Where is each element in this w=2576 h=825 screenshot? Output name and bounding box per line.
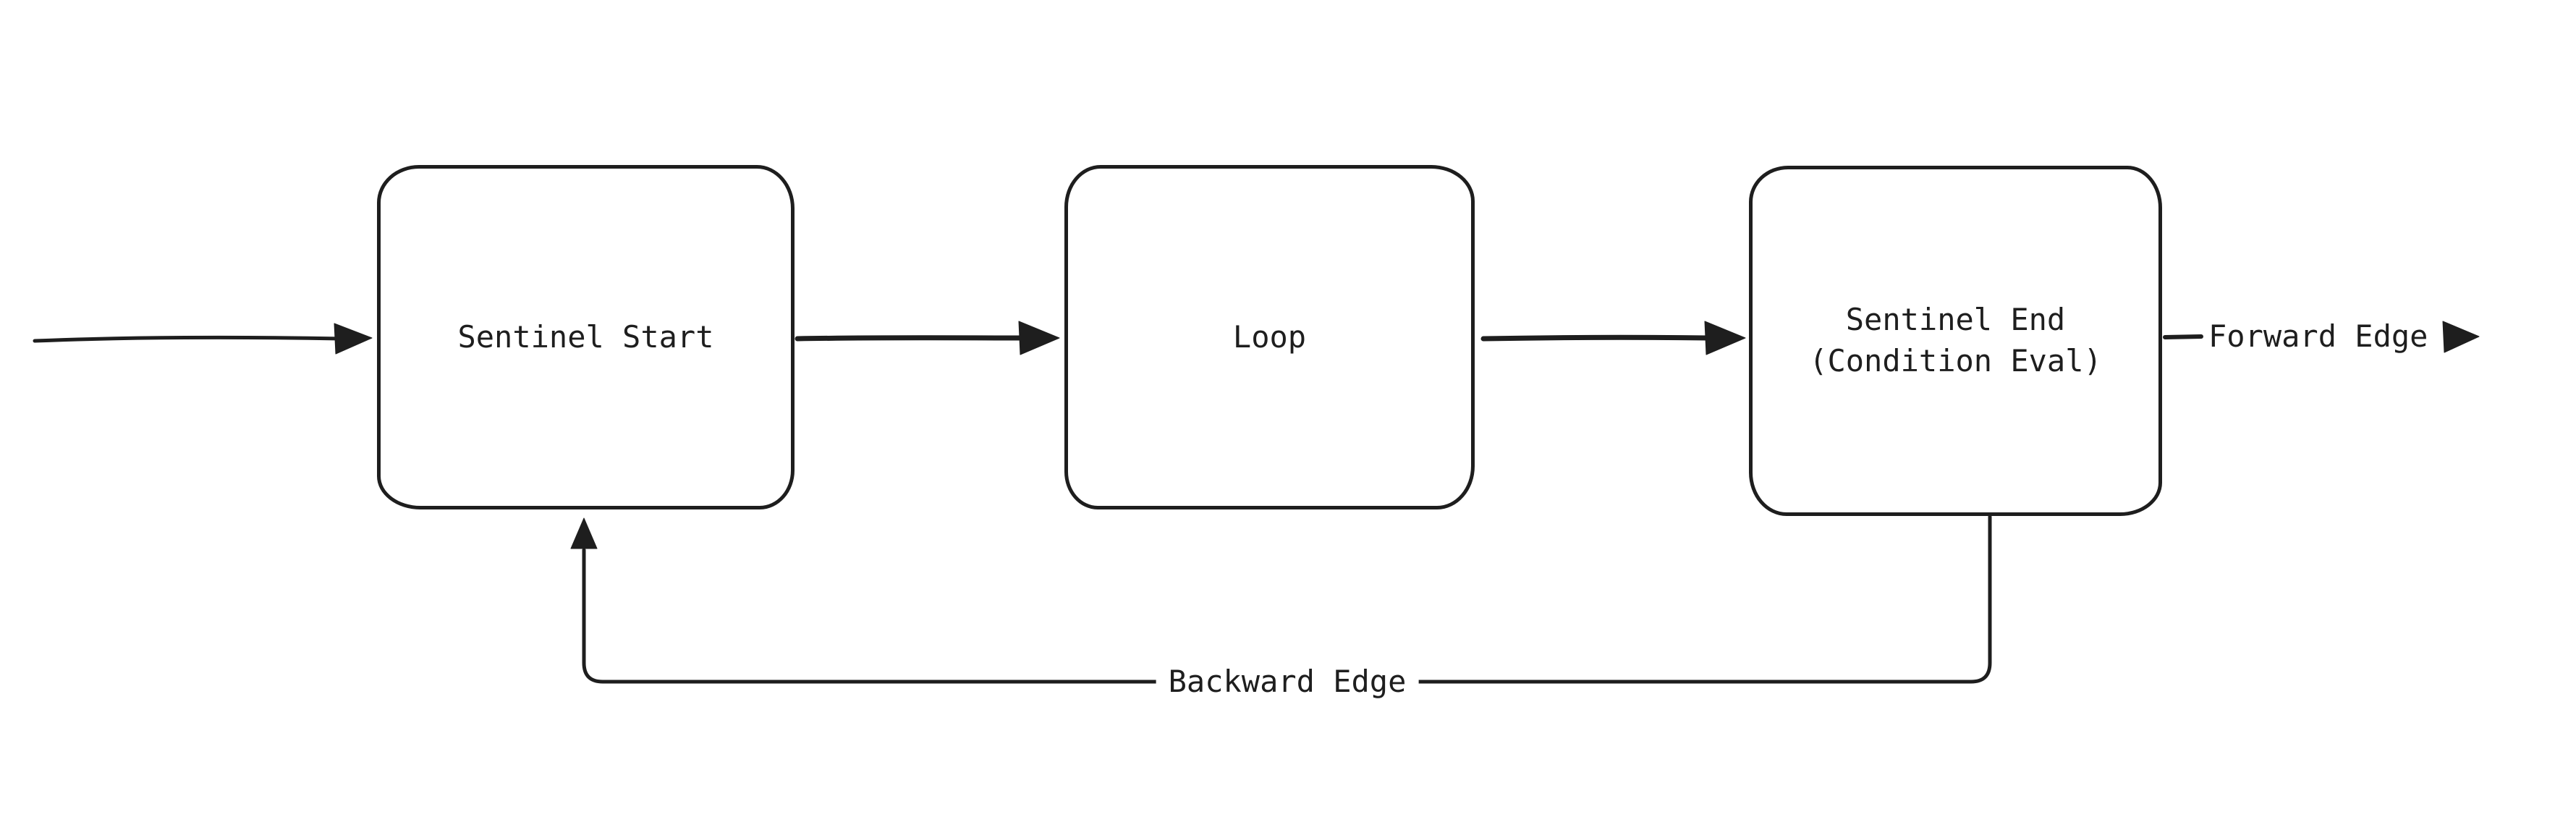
arrowhead-icon (2442, 321, 2480, 353)
arrowhead-icon (1018, 321, 1060, 355)
backward-edge-line (582, 515, 1992, 684)
node-label: Loop (1232, 318, 1307, 355)
arrowhead-icon (1704, 321, 1746, 355)
edge-start-to-loop[interactable] (795, 321, 1060, 355)
edge-loop-to-end[interactable] (1480, 321, 1746, 355)
arrowhead-icon (570, 517, 598, 549)
node-label: Sentinel End (Condition Eval) (1809, 302, 2102, 378)
incoming-arrow[interactable] (33, 323, 373, 355)
incoming-arrow-line (33, 335, 344, 343)
node-loop[interactable]: Loop (1064, 165, 1475, 509)
node-sentinel-start[interactable]: Sentinel Start (377, 165, 795, 509)
forward-edge[interactable] (2163, 321, 2480, 353)
edge-line (1480, 334, 1711, 342)
forward-edge-label[interactable]: Forward Edge (2208, 318, 2428, 354)
arrowhead-icon (334, 323, 373, 355)
node-label: Sentinel Start (457, 318, 714, 355)
edge-line (795, 335, 1025, 342)
node-sentinel-end[interactable]: Sentinel End (Condition Eval) (1749, 166, 2162, 516)
backward-edge-label[interactable]: Backward Edge (1156, 664, 1419, 699)
backward-edge[interactable] (570, 515, 1992, 684)
